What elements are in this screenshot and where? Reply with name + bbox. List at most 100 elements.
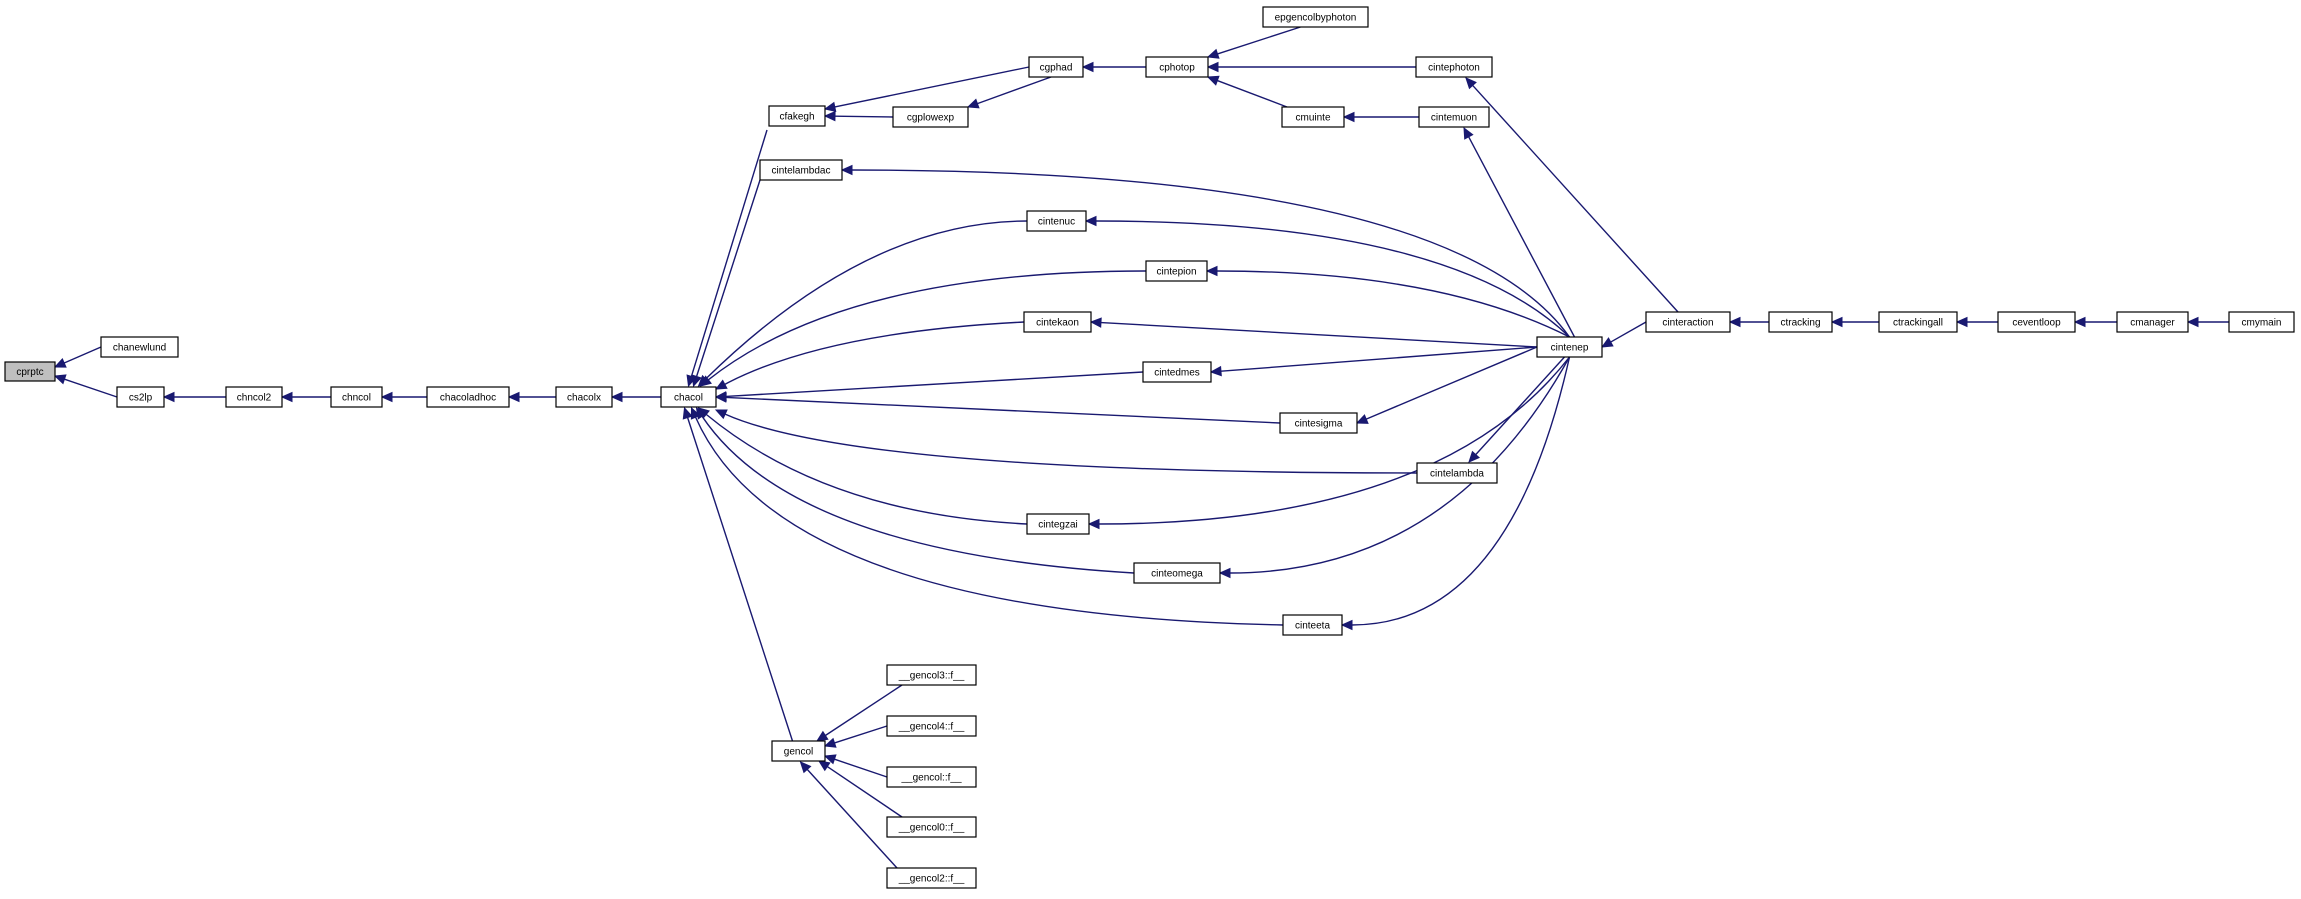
arrowhead-icon [2186,316,2199,328]
node-box [1418,106,1490,128]
node-gencol4[interactable]: __gencol4::f__ [886,715,977,737]
node-cfakegh[interactable]: cfakegh [768,105,826,127]
node-chanewlund[interactable]: chanewlund [100,336,179,358]
node-gencol[interactable]: gencol [771,740,826,762]
node-cinteeta[interactable]: cinteeta [1282,614,1343,636]
node-cintekaon[interactable]: cintekaon [1023,311,1092,333]
node-label: __gencol4::f__ [898,722,965,733]
node-cgplowexp[interactable]: cgplowexp [892,106,969,128]
node-gencol0[interactable]: __gencol0::f__ [886,816,977,838]
edge-line [1216,270,1570,338]
node-label: cmanager [2130,318,2175,329]
node-label: cintelambdac [772,166,831,177]
edge-line [701,415,1135,574]
arrowhead-icon [799,761,812,774]
edge-cintemuon-to-cmuinte [1342,111,1419,123]
edge-line [1217,26,1301,55]
node-cmanager[interactable]: cmanager [2116,311,2189,333]
node-cmuinte[interactable]: cmuinte [1281,106,1345,128]
edge-line [690,129,768,377]
node-cintemuon[interactable]: cintemuon [1418,106,1490,128]
edge-gencol4-to-gencol [823,725,888,748]
node-ceventloop[interactable]: ceventloop [1997,311,2076,333]
arrowhead-icon [380,391,393,403]
arrowhead-icon [53,357,67,368]
node-cintephoton[interactable]: cintephoton [1415,56,1493,78]
arrowhead-icon [682,406,693,420]
edge-cintekaon-to-chacol [714,321,1025,390]
node-label: cinteraction [1662,318,1713,329]
edge-line [63,346,102,364]
arrowhead-icon [815,730,829,742]
arrowhead-icon [699,375,712,387]
node-cintenep[interactable]: cintenep [1536,336,1603,358]
node-label: cfakegh [779,112,814,123]
edge-gencol2-to-gencol [799,761,898,869]
node-box [768,105,826,127]
node-label: epgencolbyphoton [1275,13,1357,24]
edge-line [725,371,1144,398]
node-gencol3[interactable]: __gencol3::f__ [886,664,977,686]
node-chncol[interactable]: chncol [330,386,383,408]
edge-cintelambdac-to-chacol [691,179,761,388]
node-gencolf[interactable]: __gencol::f__ [886,766,977,788]
arrowhead-icon [1209,365,1222,377]
node-cphotop[interactable]: cphotop [1145,56,1209,78]
edge-line [705,220,1028,380]
node-label: __gencol2::f__ [898,874,965,885]
edge-line [1472,84,1679,313]
node-cinteraction[interactable]: cinteraction [1645,311,1731,333]
node-cmymain[interactable]: cmymain [2228,311,2295,333]
node-box [116,386,165,408]
node-cintesigma[interactable]: cintesigma [1279,412,1358,434]
node-label: ctracking [1780,318,1820,329]
node-cs2lp[interactable]: cs2lp [116,386,165,408]
node-chacol[interactable]: chacol [660,386,717,408]
node-cintepion[interactable]: cintepion [1145,260,1208,282]
edge-cinteomega-to-chacol [695,406,1135,574]
edge-cintenuc-to-chacol [697,220,1028,387]
arrowhead-icon [1205,265,1218,277]
node-label: chacoladhoc [440,393,496,404]
edge-line [1098,356,1571,525]
node-cintelambda[interactable]: cintelambda [1416,462,1498,484]
node-box [1645,311,1731,333]
node-box [100,336,179,358]
node-box [1768,311,1833,333]
node-chacoladhoc[interactable]: chacoladhoc [426,386,510,408]
node-box [886,664,977,686]
node-gencol2[interactable]: __gencol2::f__ [886,867,977,889]
node-cintedmes[interactable]: cintedmes [1142,361,1212,383]
edge-line [834,758,888,778]
node-cintegzai[interactable]: cintegzai [1026,513,1090,535]
node-label: cintedmes [1154,368,1200,379]
edge-chacoladhoc-to-chncol [380,391,427,403]
node-box [1023,311,1092,333]
node-label: chacolx [567,393,601,404]
edge-line [725,396,1281,424]
node-label: cintepion [1156,267,1196,278]
edge-line [1229,356,1571,574]
node-chacolx[interactable]: chacolx [555,386,613,408]
node-chncol2[interactable]: chncol2 [225,386,283,408]
node-label: cprptc [16,367,43,378]
edge-line [806,768,898,869]
node-epgencolbyphoton[interactable]: epgencolbyphoton [1262,6,1369,28]
node-cintenuc[interactable]: cintenuc [1026,210,1087,232]
node-box [1133,562,1221,584]
node-ctracking[interactable]: ctracking [1768,311,1833,333]
node-cprptc[interactable]: cprptc [4,361,56,382]
node-box [1262,6,1369,28]
node-cintelambdac[interactable]: cintelambdac [759,159,843,181]
node-ctrackingall[interactable]: ctrackingall [1878,311,1958,333]
arrowhead-icon [690,406,701,420]
arrowhead-icon [714,409,728,420]
edge-cgphad-to-cgplowexp [966,76,1052,109]
edge-ctracking-to-cinteraction [1728,316,1769,328]
edge-gencol3-to-gencol [815,684,903,742]
edge-cintedmes-to-chacol [714,371,1144,402]
edge-cmuinte-to-cphotop [1206,75,1288,108]
node-cgphad[interactable]: cgphad [1028,56,1084,78]
arrowhead-icon [1830,316,1843,328]
node-cinteomega[interactable]: cinteomega [1133,562,1221,584]
